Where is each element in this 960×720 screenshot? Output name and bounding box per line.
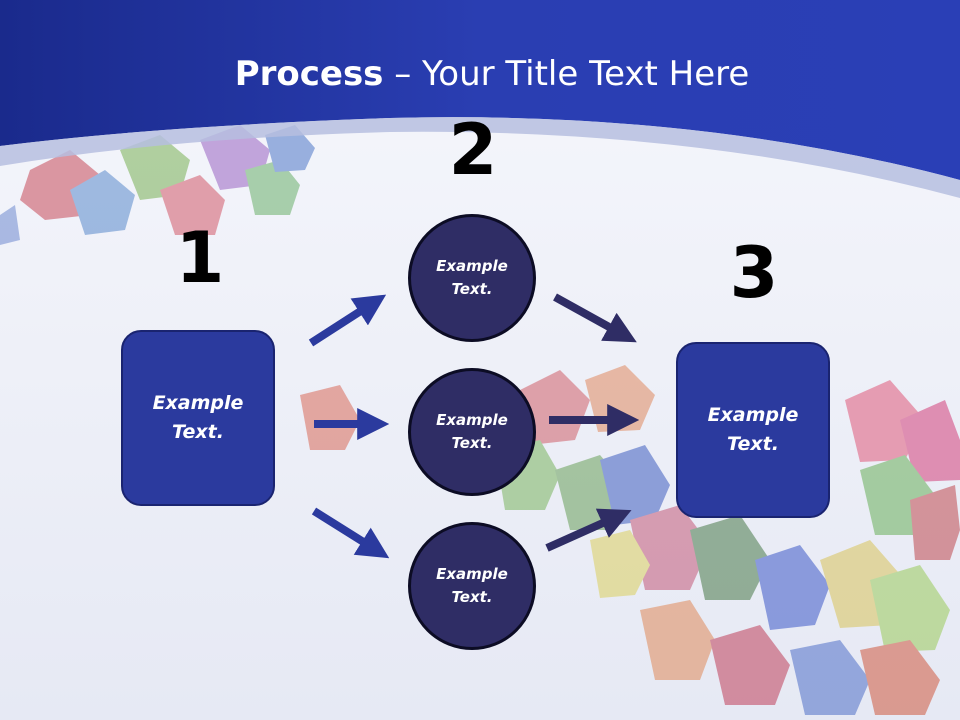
slide-title: Process – Your Title Text Here (0, 52, 960, 96)
step-number-2: 2 (448, 109, 498, 191)
circle-middle: Example Text. (408, 368, 536, 496)
title-rest: – Your Title Text Here (383, 54, 750, 94)
title-bold: Process (234, 54, 384, 94)
circle-bottom-label: Example Text. (436, 565, 508, 606)
start-box-label: Example Text. (152, 392, 244, 443)
circle-top: Example Text. (408, 214, 536, 342)
circle-bottom: Example Text. (408, 522, 536, 650)
start-box: Example Text. (121, 330, 275, 506)
header-swoosh (0, 117, 960, 198)
circle-middle-label: Example Text. (436, 411, 508, 452)
end-box-label: Example Text. (707, 404, 799, 455)
step-number-3: 3 (729, 232, 779, 314)
end-box: Example Text. (676, 342, 830, 518)
circle-top-label: Example Text. (436, 257, 508, 298)
step-number-1: 1 (175, 217, 225, 299)
decorative-gems-left (0, 125, 315, 245)
header-band (0, 0, 960, 180)
